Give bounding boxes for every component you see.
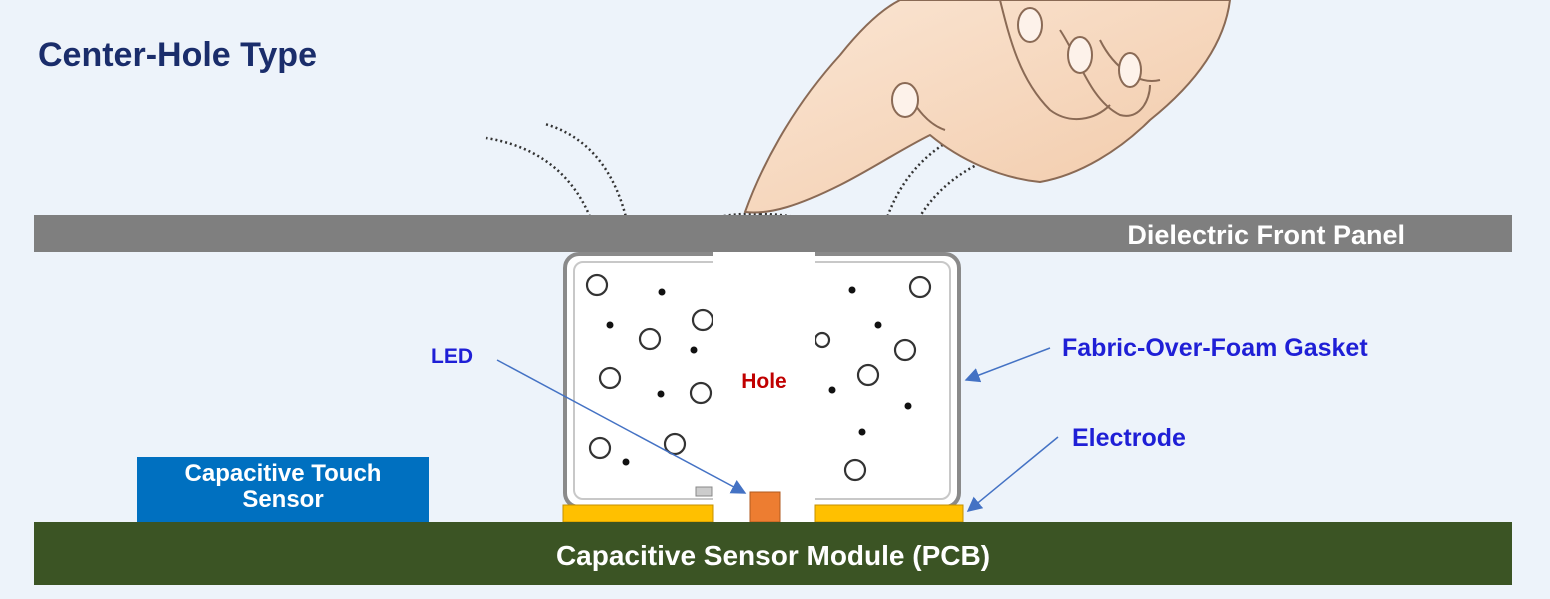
electrode-right [814,504,964,523]
electrode-callout-arrow [966,436,1059,512]
fingernail [1067,36,1093,74]
gasket-callout-label: Fabric-Over-Foam Gasket [1062,334,1368,362]
capacitive-touch-sensor-box [137,457,429,522]
foam-dots [606,286,912,466]
led-callout-label: LED [431,345,473,368]
sensor-label-line1: Capacitive Touch [185,460,382,487]
led [749,491,781,523]
page-title: Center-Hole Type [38,36,317,74]
hole-label: Hole [741,370,787,393]
center-hole [713,252,815,522]
sensor-label-line2: Sensor [242,486,323,513]
fingernail [891,82,919,118]
fingernail [1118,52,1142,88]
finger-hand-illustration [744,0,1231,214]
capacitive-sensor-module-pcb [34,522,1512,585]
field-line [485,136,602,251]
dielectric-front-panel [34,215,1512,252]
electrode-left [562,504,714,523]
pcb-label: Capacitive Sensor Module (PCB) [556,540,990,571]
fingernail [1017,7,1043,43]
gasket-callout-arrow [964,347,1051,383]
electrode-callout-label: Electrode [1072,424,1186,452]
panel-label: Dielectric Front Panel [1127,220,1405,250]
led-callout-arrow [496,359,747,494]
